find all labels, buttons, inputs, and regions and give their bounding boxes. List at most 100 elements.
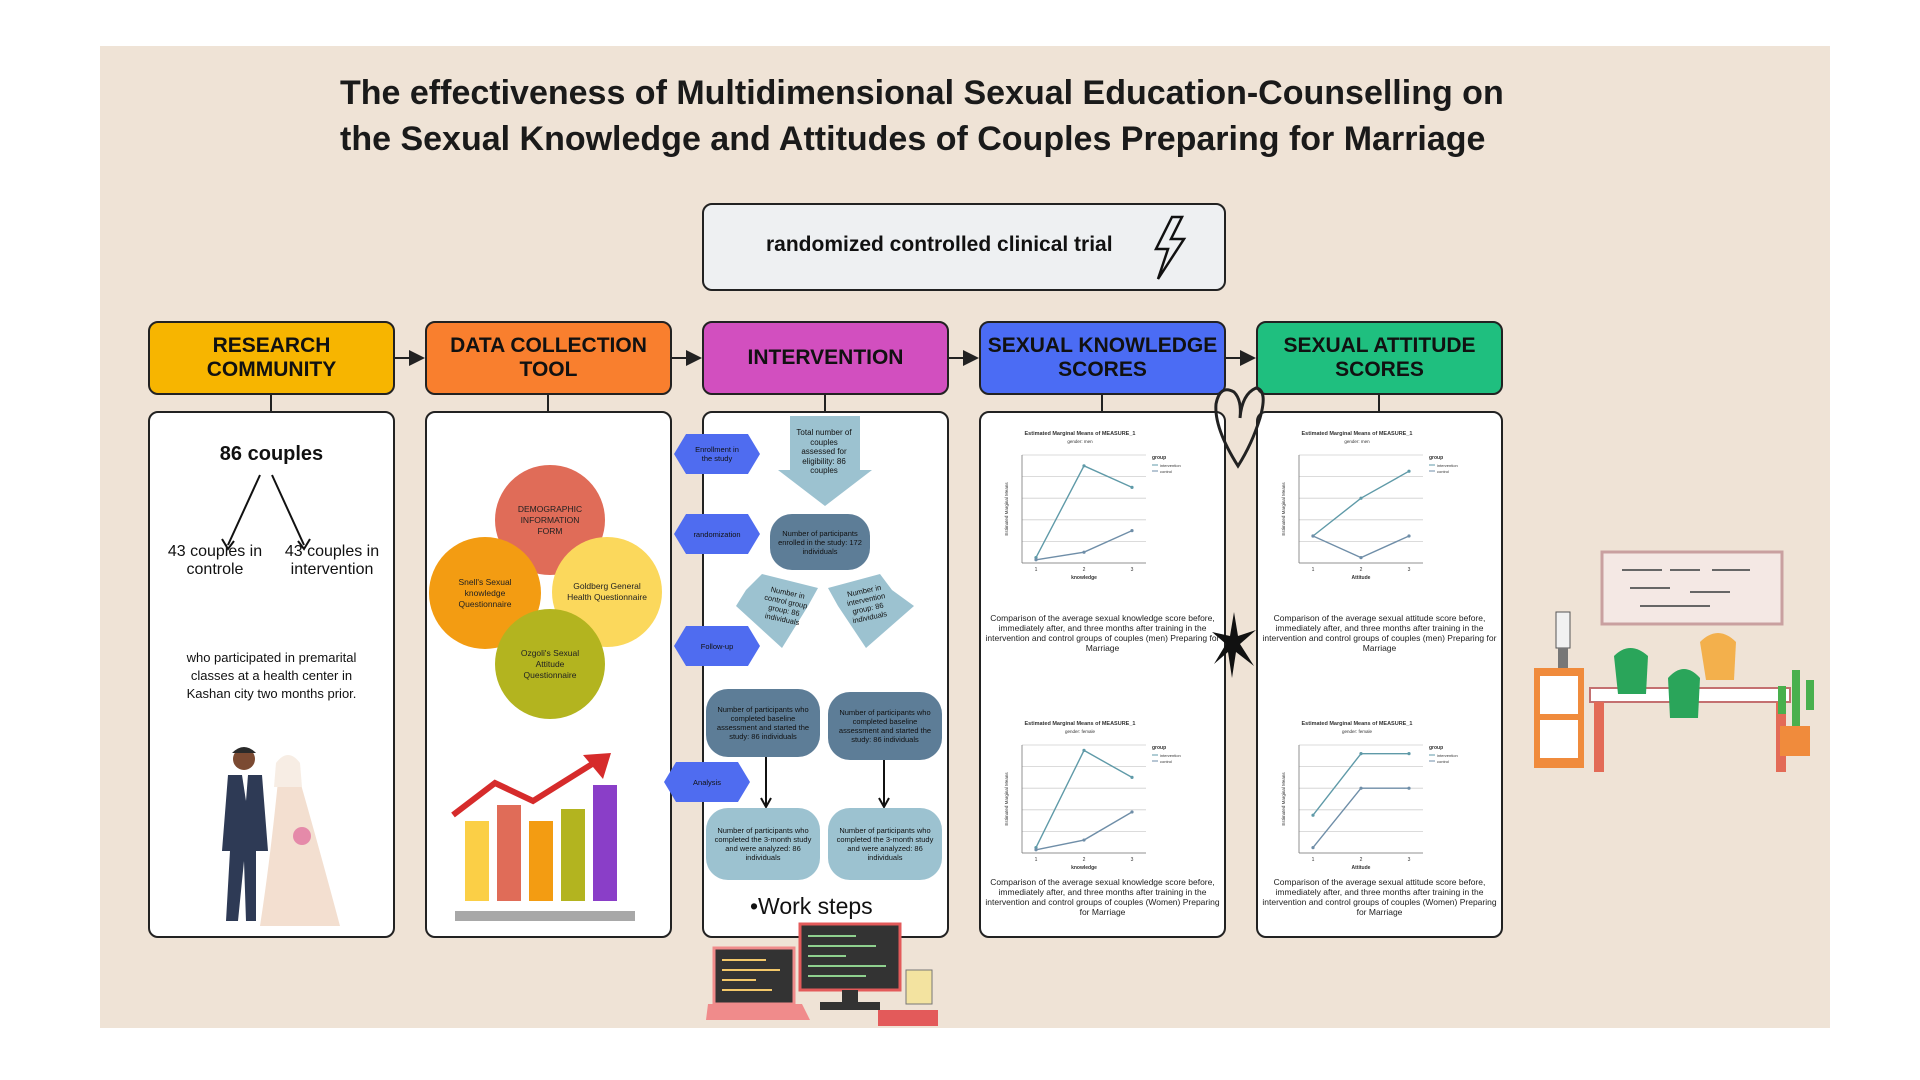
- chart-point: [1082, 838, 1086, 842]
- chart-point: [1082, 748, 1086, 753]
- header-research-label: RESEARCH COMMUNITY: [206, 334, 337, 381]
- page-title: The effectiveness of Multidimensional Se…: [340, 70, 1590, 162]
- panel-research-community: 86 couples 43 couples in controle 43 cou…: [148, 411, 395, 938]
- chart-legend-title: group: [1429, 745, 1443, 751]
- stage-randomization: randomization: [674, 514, 760, 554]
- chart-x-tick: 3: [1131, 567, 1134, 573]
- baseline-right-label: Number of participants who completed bas…: [838, 708, 932, 744]
- enrolled-label: Number of participants enrolled in the s…: [778, 528, 862, 556]
- panel-knowledge-scores: [979, 411, 1226, 938]
- chart-point: [1130, 529, 1134, 533]
- chart-point: [1082, 550, 1086, 554]
- chart-x-tick: 1: [1312, 567, 1315, 573]
- stage-analysis-label: Analysis: [693, 777, 721, 787]
- chart-x-label: Attitude: [1352, 575, 1371, 581]
- analyzed-right-box: Number of participants who completed the…: [828, 808, 942, 880]
- caption-knowledge-women: Comparison of the average sexual knowled…: [985, 877, 1220, 917]
- chart-series-line: [1035, 464, 1133, 558]
- chart-title: Estimated Marginal Means of MEASURE_1: [1302, 721, 1413, 727]
- stage-enrollment: Enrollment in the study: [674, 434, 760, 474]
- header-intervention-label: INTERVENTION: [747, 346, 904, 369]
- tool-snell-label: Snell's Sexual knowledge Questionnaire: [458, 576, 512, 609]
- analyzed-left-box: Number of participants who completed the…: [706, 808, 820, 880]
- stage-follow-up-label: Follow-up: [700, 641, 734, 651]
- chart-x-tick: 2: [1083, 857, 1086, 863]
- chart-legend-item: intervention: [1437, 463, 1458, 468]
- ink-splash-icon: [1212, 612, 1256, 678]
- chart-series-line: [1312, 535, 1410, 559]
- chart-legend-title: group: [1429, 455, 1443, 461]
- chart-legend-item: control: [1160, 759, 1172, 764]
- tool-ozgoli: Ozgoli's Sexual Attitude Questionnaire: [495, 609, 605, 719]
- connector-knowledge: [1101, 395, 1103, 411]
- panel-attitude-scores: [1256, 411, 1503, 938]
- chart-title: Estimated Marginal Means of MEASURE_1: [1025, 721, 1136, 727]
- connector-intervention: [824, 395, 826, 411]
- caption-knowledge-men: Comparison of the average sexual knowled…: [985, 613, 1220, 653]
- chart-point: [1311, 846, 1315, 850]
- chart-point: [1130, 810, 1134, 814]
- header-sexual-attitude-scores: SEXUAL ATTITUDE SCORES: [1256, 321, 1503, 395]
- chart-point: [1082, 464, 1086, 468]
- chart-point: [1130, 485, 1134, 489]
- chart-series-line: [1035, 529, 1133, 561]
- chart-legend-item: control: [1160, 469, 1172, 474]
- connector-research: [270, 395, 272, 411]
- baseline-left-label: Number of participants who completed bas…: [716, 705, 810, 741]
- chart-legend-title: group: [1152, 745, 1166, 751]
- chart-x-tick: 2: [1360, 857, 1363, 863]
- work-steps-label: •Work steps: [750, 893, 873, 919]
- stage-enrollment-label: Enrollment in the study: [695, 445, 739, 463]
- chart-x-label: knowledge: [1071, 575, 1097, 581]
- stage-follow-up: Follow-up: [674, 626, 760, 666]
- tool-demographic-label: DEMOGRAPHIC INFORMATION FORM: [517, 503, 583, 536]
- header-tool-label: DATA COLLECTION TOOL: [450, 334, 647, 381]
- lightning-icon: [1153, 215, 1187, 280]
- chart-subtitle: gender: female: [1342, 729, 1373, 734]
- title-line-2: the Sexual Knowledge and Attitudes of Co…: [340, 120, 1486, 158]
- caption-attitude-women: Comparison of the average sexual attitud…: [1262, 877, 1497, 917]
- chart-x-tick: 2: [1360, 567, 1363, 573]
- chart-series-line: [1312, 470, 1410, 537]
- tool-ozgoli-label: Ozgoli's Sexual Attitude Questionnaire: [520, 647, 580, 680]
- intervention-couples: 43 couples in intervention: [284, 543, 380, 578]
- header-data-collection-tool: DATA COLLECTION TOOL: [425, 321, 672, 395]
- trial-label: randomized controlled clinical trial: [766, 233, 1113, 256]
- population-description: who participated in premarital classes a…: [186, 650, 357, 701]
- chart-x-tick: 1: [1312, 857, 1315, 863]
- chart-x-tick: 3: [1408, 567, 1411, 573]
- baseline-left-box: Number of participants who completed bas…: [706, 689, 820, 757]
- chart-point: [1359, 496, 1363, 500]
- chart-point: [1359, 556, 1363, 560]
- connector-attitude: [1378, 395, 1380, 411]
- stage-randomization-label: randomization: [693, 529, 741, 539]
- split-arrows: [221, 474, 311, 551]
- chart-legend-item: intervention: [1437, 753, 1458, 758]
- bride-groom-illustration: [222, 747, 340, 926]
- chart-x-tick: 1: [1035, 567, 1038, 573]
- stage-analysis: Analysis: [664, 762, 750, 802]
- office-illustration: [1534, 550, 1814, 772]
- chart-legend-item: control: [1437, 469, 1449, 474]
- chart-point: [1407, 786, 1411, 790]
- chart-point: [1034, 558, 1038, 562]
- chart-x-tick: 3: [1408, 857, 1411, 863]
- enrolled-box: Number of participants enrolled in the s…: [770, 514, 870, 570]
- chart-x-tick: 1: [1035, 857, 1038, 863]
- analyzed-left-label: Number of participants who completed the…: [714, 826, 812, 862]
- heart-doodle-icon: [1214, 386, 1265, 469]
- flow-shapes: [736, 416, 914, 810]
- chart-series-line: [1312, 752, 1409, 816]
- title-line-1: The effectiveness of Multidimensional Se…: [340, 74, 1504, 112]
- chart-x-label: Attitude: [1352, 865, 1371, 871]
- trial-type-box: randomized controlled clinical trial: [702, 203, 1226, 291]
- chart-x-tick: 2: [1083, 567, 1086, 573]
- chart-point: [1311, 813, 1315, 817]
- chart-subtitle: gender: men: [1344, 439, 1370, 444]
- assessed-box: Total number of couples assessed for eli…: [796, 428, 852, 475]
- connector-tool: [547, 395, 549, 411]
- chart-title: Estimated Marginal Means of MEASURE_1: [1302, 431, 1413, 437]
- chart-point: [1359, 752, 1363, 756]
